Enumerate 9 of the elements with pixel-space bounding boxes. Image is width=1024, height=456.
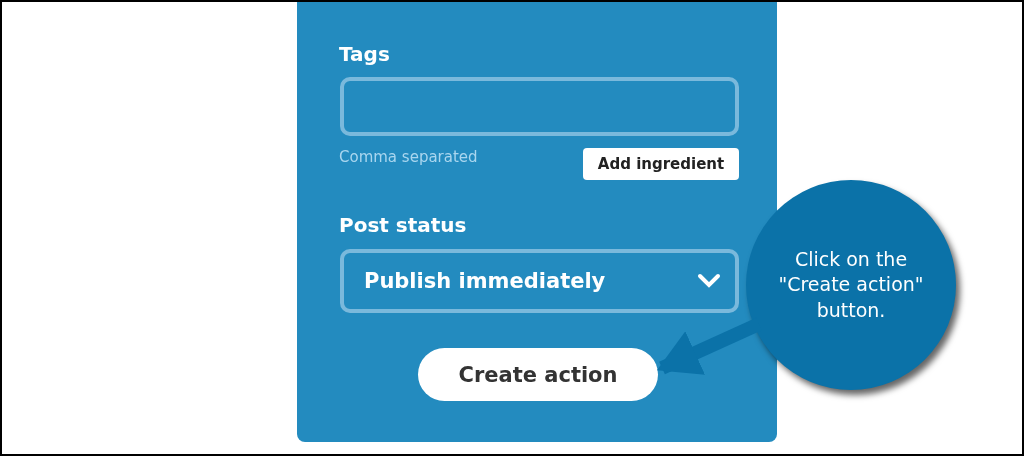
field-label: Post status [339, 213, 467, 237]
add-ingredient-button: Add ingredient [583, 148, 739, 180]
arrow [656, 317, 762, 375]
callout-bubble: Click on the "Create action" button. [746, 180, 956, 390]
input-field [340, 77, 739, 136]
create-action-button: Create action [418, 348, 658, 401]
helper-text: Comma separated [339, 148, 478, 166]
field-label: Tags [339, 42, 390, 66]
dropdown-select: Publish immediately [340, 249, 739, 313]
